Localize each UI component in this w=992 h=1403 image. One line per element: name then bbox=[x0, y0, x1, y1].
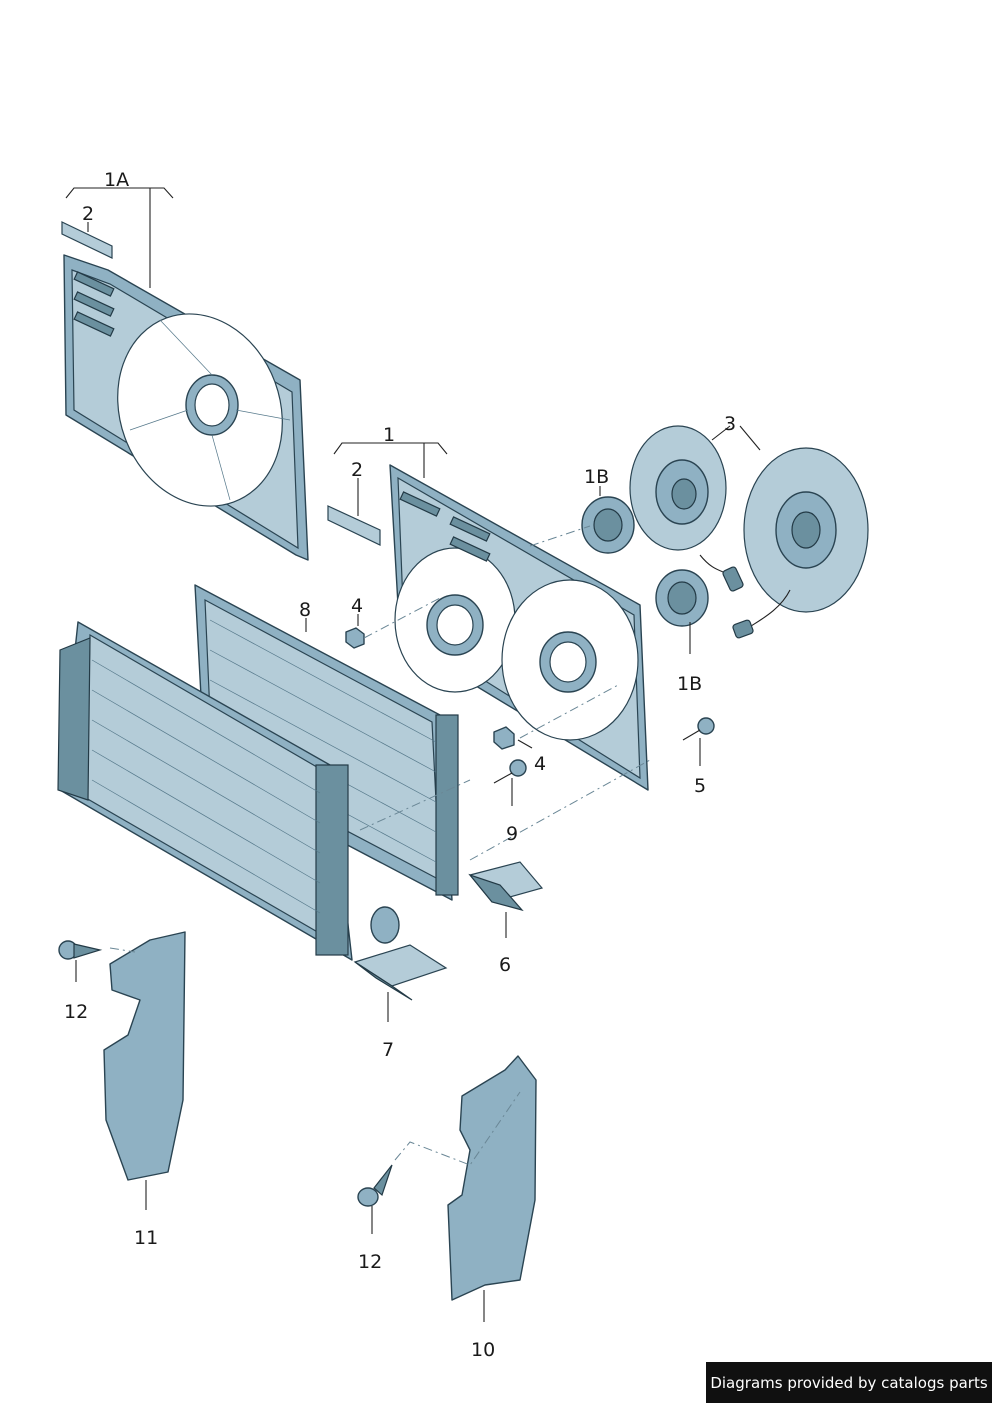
air-duct-10 bbox=[447, 1055, 537, 1301]
assembly-lines bbox=[109, 525, 651, 1166]
callout-11: 11 bbox=[134, 1227, 158, 1249]
clip-12-left bbox=[58, 940, 103, 960]
fan-motor-1b-top bbox=[581, 496, 635, 554]
seal-strip-2-mid bbox=[327, 505, 381, 546]
radiator-8 bbox=[194, 584, 459, 901]
callout-12-left: 12 bbox=[64, 1001, 88, 1023]
air-duct-11 bbox=[103, 931, 186, 1181]
mesh-strip-7 bbox=[353, 944, 448, 1001]
callout-4-top: 4 bbox=[351, 595, 363, 617]
callout-7: 7 bbox=[382, 1039, 394, 1061]
nut-4-top bbox=[345, 627, 365, 649]
callout-8: 8 bbox=[299, 599, 311, 621]
callout-2-mid: 2 bbox=[351, 459, 363, 481]
callout-10: 10 bbox=[471, 1339, 495, 1361]
clip-12-bottom bbox=[357, 1164, 393, 1207]
callout-3: 3 bbox=[724, 413, 736, 435]
screw-9 bbox=[493, 759, 527, 784]
seal-strip-2-top bbox=[61, 221, 113, 259]
callout-5: 5 bbox=[694, 775, 706, 797]
callout-1b-top: 1B bbox=[584, 466, 609, 488]
screw-5 bbox=[682, 717, 715, 741]
fan-connector-wires bbox=[699, 554, 791, 639]
nut-4-bottom bbox=[493, 726, 515, 750]
leader-lines bbox=[65, 187, 761, 1322]
fan-motor-1b-bottom bbox=[655, 569, 709, 627]
fan-wheel-lower bbox=[743, 447, 869, 613]
callout-6: 6 bbox=[499, 954, 511, 976]
fan-wheel-upper bbox=[629, 425, 727, 551]
callout-2-top: 2 bbox=[82, 203, 94, 225]
callout-12-bottom: 12 bbox=[358, 1251, 382, 1273]
callout-4-bottom: 4 bbox=[534, 753, 546, 775]
callout-1b-bottom: 1B bbox=[677, 673, 702, 695]
intercooler bbox=[57, 621, 400, 961]
mesh-strip-6 bbox=[468, 861, 544, 912]
credit-banner: Diagrams provided by catalogs parts bbox=[706, 1362, 992, 1403]
fan-shroud-1 bbox=[389, 464, 649, 791]
callout-9: 9 bbox=[506, 823, 518, 845]
fan-shroud-1a bbox=[63, 254, 309, 561]
callout-1: 1 bbox=[383, 424, 395, 446]
credit-text: Diagrams provided by catalogs parts bbox=[710, 1373, 988, 1392]
callout-1a: 1A bbox=[104, 169, 129, 191]
